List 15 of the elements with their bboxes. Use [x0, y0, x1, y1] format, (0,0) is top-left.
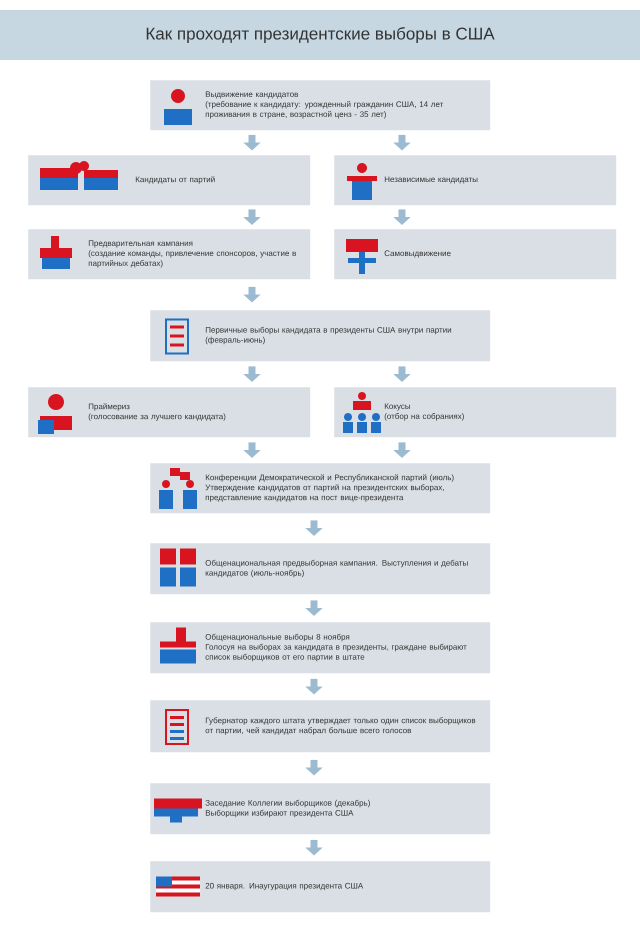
step-box: 20 января. Инаугурация президента США	[150, 861, 490, 912]
step-box: Губернатор каждого штата утверждает только один список выборщиков от партии, чей кандидат набрал больше всего голосов	[150, 700, 490, 752]
step-box: Кокусы (отбор на собраниях)	[334, 387, 616, 438]
step-box: Самовыдвижение	[334, 229, 616, 280]
title-band: Как проходят президентские выборы в США	[0, 10, 640, 60]
step-box: Независимые кандидаты	[334, 155, 616, 206]
step-box: Предварительная кампания (создание команды, привлечение спонсоров, участие в партийных дебатах)	[28, 229, 310, 280]
step-box: Первичные выборы кандидата в президенты США внутри партии (февраль-июнь)	[150, 310, 490, 362]
step-box: Выдвижение кандидатов (требование к кандидату: урожденный гражданин США, 14 лет проживания в стране, возрастной ценз - 35 лет)	[150, 80, 490, 130]
step-box: Заседание Коллегии выборщиков (декабрь) Выборщики избирают президента США	[150, 783, 490, 834]
step-box: Общенациональная предвыборная кампания. Выступления и дебаты кандидатов (июль-ноябрь)	[150, 543, 490, 594]
step-box: Кандидаты от партий	[28, 155, 310, 206]
step-box: Конференции Демократической и Республиканской партий (июль) Утверждение кандидатов от партий на президентских выборах, представление кандидатов на пост вице-президента	[150, 463, 490, 514]
step-box: Праймериз (голосование за лучшего кандидата)	[28, 387, 310, 438]
step-box: Общенациональные выборы 8 ноября Голосуя на выборах за кандидата в президенты, граждане выбирают список выборщиков от его партии в штате	[150, 622, 490, 674]
